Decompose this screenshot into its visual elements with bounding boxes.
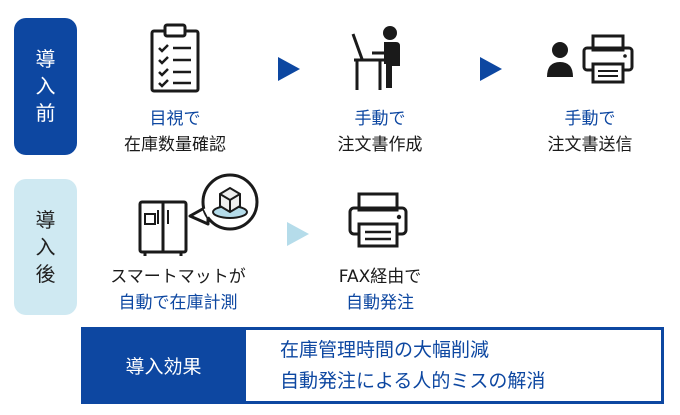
- before-step-2-line1: 手動で: [354, 109, 406, 129]
- printer-icon: [348, 192, 408, 248]
- after-label-char: 後: [35, 261, 56, 286]
- before-step-3-caption: 手動で 注文書送信: [530, 106, 650, 158]
- after-step-2-line1: FAX経由で: [338, 267, 422, 287]
- effect-line: 在庫管理時間の大幅削減: [280, 338, 490, 361]
- effect-banner: 導入効果 在庫管理時間の大幅削減 自動発注による人的ミスの解消: [81, 327, 664, 404]
- after-step-2-caption: FAX経由で 自動発注: [320, 264, 440, 316]
- after-label: 導 入 後: [14, 179, 77, 315]
- after-label-char: 入: [35, 234, 56, 259]
- after-step-2-line2: 自動発注: [346, 293, 414, 313]
- refrigerator-smart-mat-icon: [138, 173, 259, 256]
- after-label-char: 導: [35, 207, 56, 232]
- person-with-printer-icon: [547, 34, 634, 84]
- effect-line: 自動発注による人的ミスの解消: [280, 369, 546, 392]
- before-label-char: 前: [35, 101, 56, 125]
- before-step-1-line1: 目視で: [149, 109, 201, 129]
- arrow-right-icon: [480, 57, 502, 81]
- before-label-char: 入: [35, 74, 56, 98]
- before-label-char: 導: [35, 47, 56, 71]
- before-step-1-caption: 目視で 在庫数量確認: [110, 106, 240, 158]
- arrow-right-icon: [278, 57, 300, 81]
- person-at-computer-icon: [351, 26, 400, 90]
- before-step-2-line2: 注文書作成: [337, 135, 423, 155]
- effect-label: 導入効果: [125, 356, 202, 378]
- effect-panel: 在庫管理時間の大幅削減 自動発注による人的ミスの解消: [246, 330, 661, 401]
- before-step-3-line2: 注文書送信: [547, 135, 633, 155]
- before-step-2-caption: 手動で 注文書作成: [320, 106, 440, 158]
- after-step-1-line1: スマートマットが: [110, 267, 246, 287]
- before-label: 導 入 前: [14, 18, 77, 155]
- after-step-1-caption: スマートマットが 自動で在庫計測: [98, 264, 258, 316]
- clipboard-checklist-icon: [150, 23, 200, 93]
- after-step-1-line2: 自動で在庫計測: [118, 293, 238, 313]
- before-step-1-line2: 在庫数量確認: [124, 135, 226, 155]
- arrow-right-icon: [287, 222, 309, 246]
- before-step-3-line1: 手動で: [564, 109, 616, 129]
